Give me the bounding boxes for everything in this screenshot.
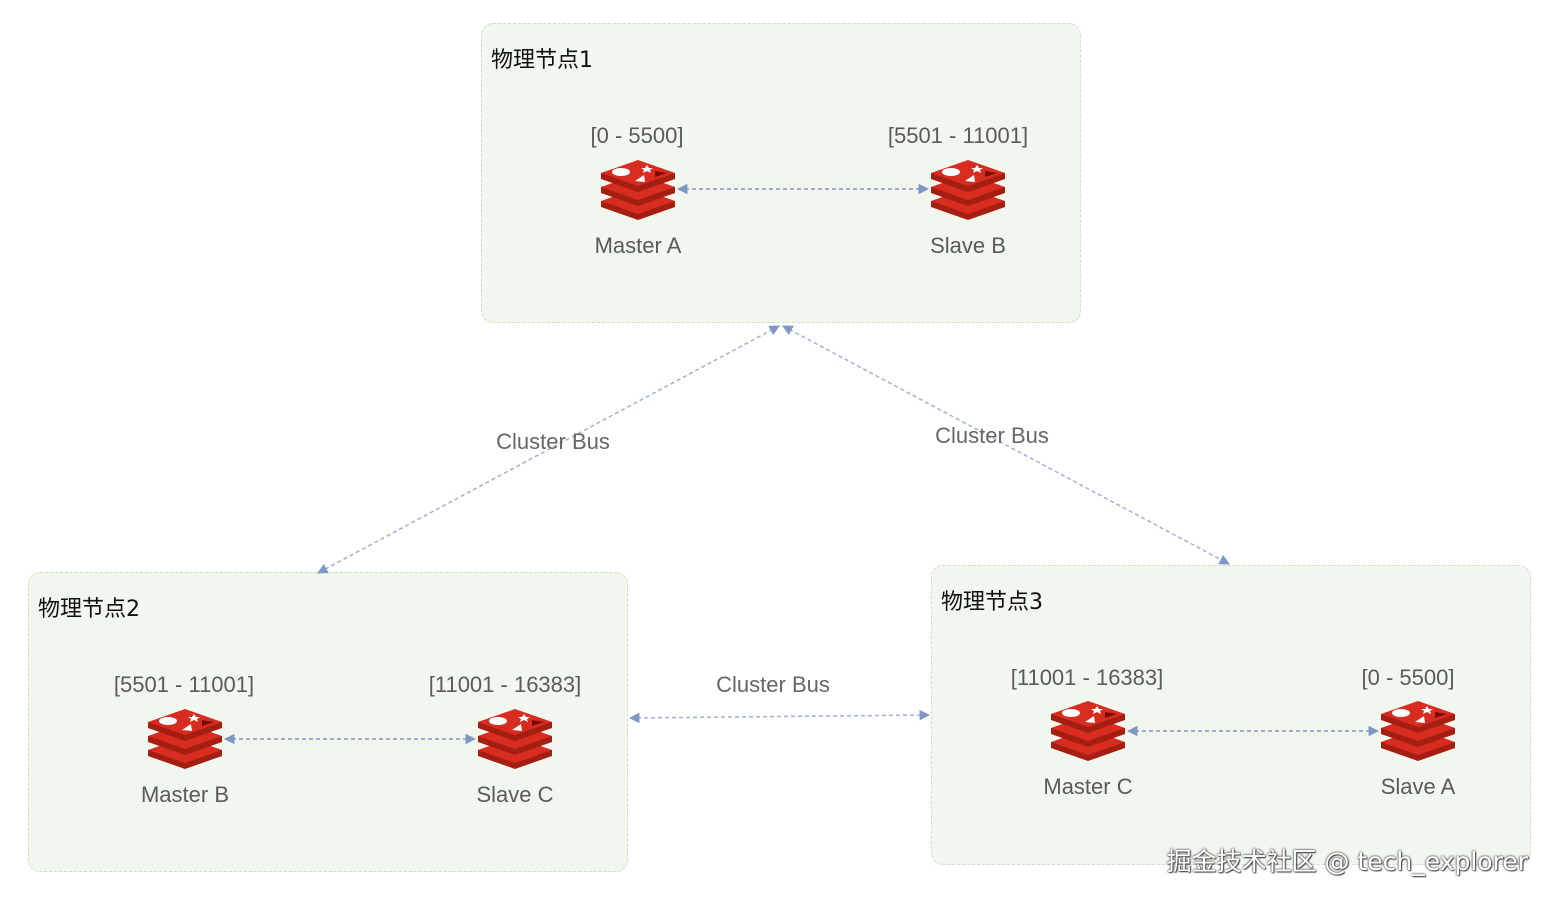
redis-logo-icon (929, 157, 1007, 221)
cluster-bus-label: Cluster Bus (496, 429, 610, 454)
cluster-bus-link (628, 709, 931, 724)
redis-logo-icon (1049, 698, 1127, 762)
cluster-bus-label: Cluster Bus (716, 672, 830, 697)
node-title: 物理节点2 (38, 597, 140, 622)
instance-label: Slave A (1380, 774, 1456, 799)
slot-range-label: [0 - 5500] (1361, 665, 1455, 690)
cluster-bus-label: Cluster Bus (935, 423, 1049, 448)
slot-range-label: [0 - 5500] (590, 123, 684, 148)
instance-label: Slave C (476, 782, 554, 807)
redis-logo-icon (476, 706, 554, 770)
node-title: 物理节点3 (941, 590, 1043, 615)
redis-logo-icon (599, 157, 677, 221)
slot-range-label: [5501 - 11001] (887, 123, 1029, 148)
instance-label: Master B (140, 782, 230, 807)
watermark: 掘金技术社区 @ tech_explorer (1166, 847, 1528, 876)
slot-range-label: [11001 - 16383] (1010, 665, 1164, 690)
redis-logo-icon (146, 706, 224, 770)
slot-range-label: [5501 - 11001] (113, 672, 255, 697)
slot-range-label: [11001 - 16383] (428, 672, 582, 697)
redis-logo-icon (1379, 698, 1457, 762)
instance-label: Master A (594, 233, 682, 258)
node-title: 物理节点1 (491, 48, 593, 73)
instance-label: Slave B (930, 233, 1006, 258)
instance-label: Master C (1043, 774, 1133, 799)
